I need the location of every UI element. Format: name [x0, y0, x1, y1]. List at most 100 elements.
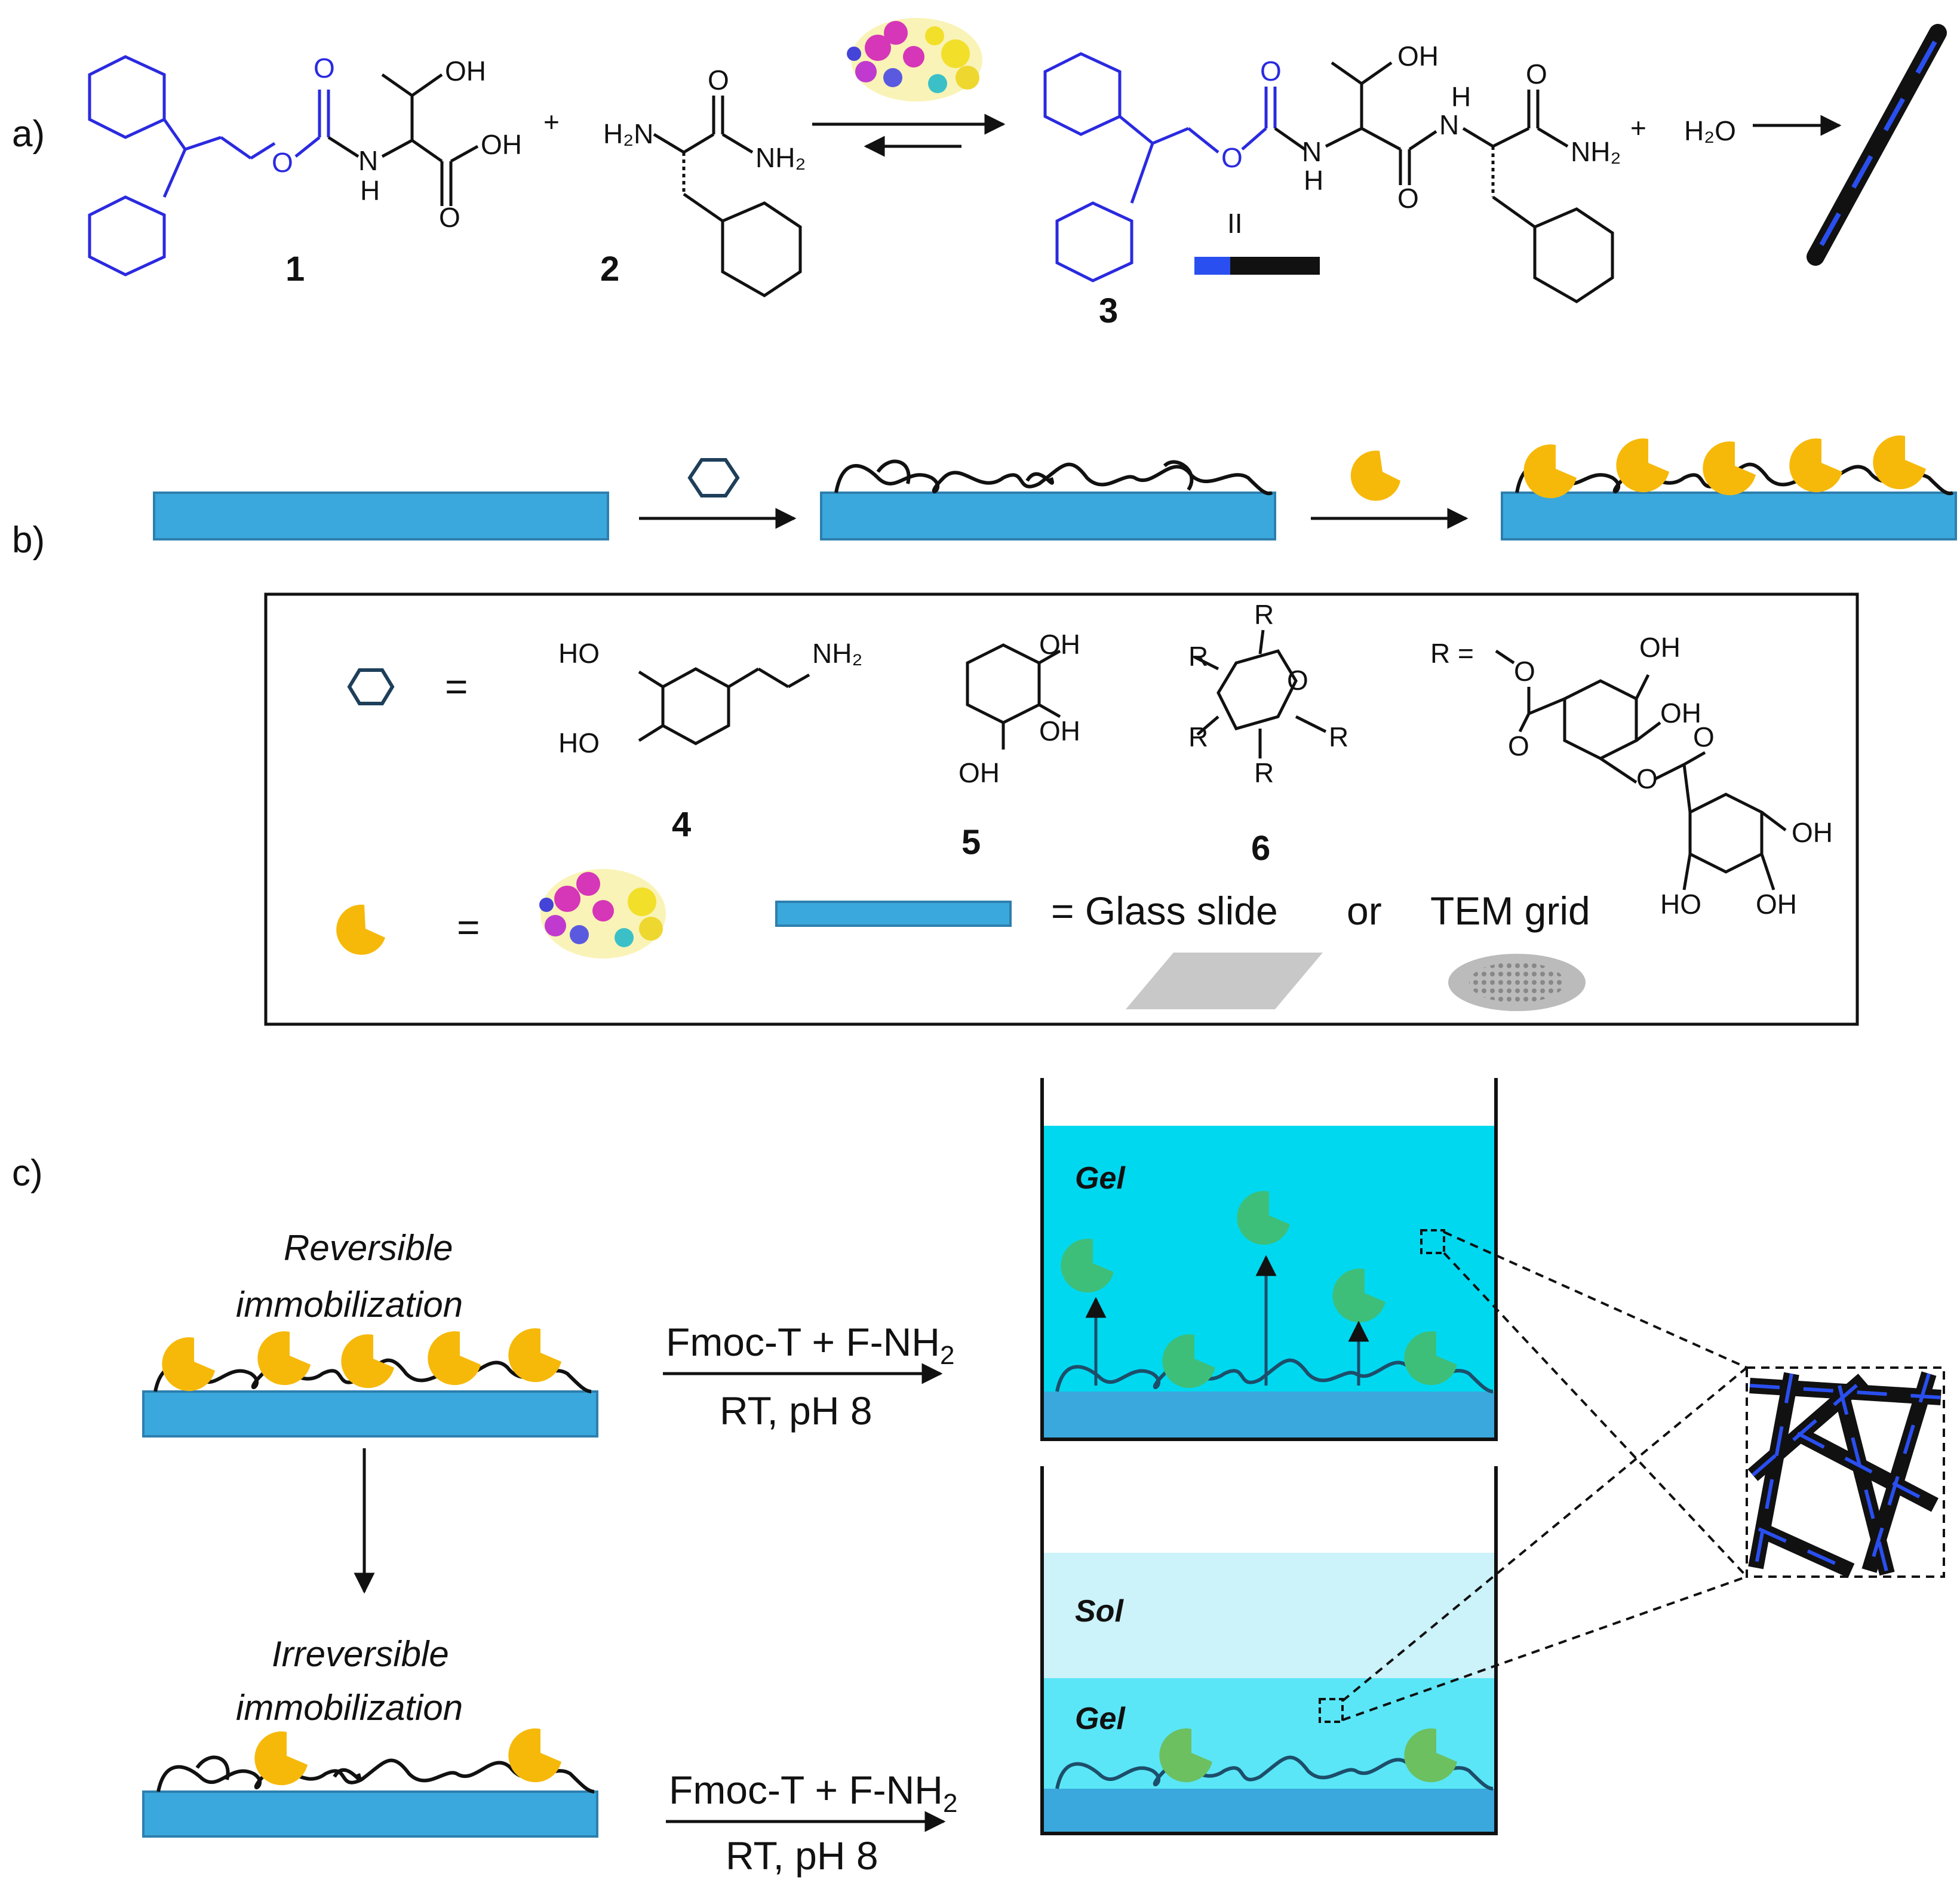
atom-o: O [314, 53, 335, 84]
or-text: or [1347, 889, 1382, 933]
atom-oh: OH [1639, 632, 1681, 663]
immobilized-enzymes-irreversible [254, 1728, 561, 1786]
irreversible-line-2: immobilization [236, 1688, 463, 1728]
equals-sign: = [445, 664, 468, 708]
hexagon-icon [687, 458, 740, 497]
atom-ho: HO [1660, 889, 1701, 920]
atom-h: H [1304, 165, 1323, 196]
bound-enzymes [1159, 1728, 1457, 1783]
polymer-loop [195, 1755, 361, 1781]
conditions-text: RT, pH 8 [726, 1833, 878, 1878]
zoom-line [1443, 1231, 1747, 1369]
polymer-coating [834, 462, 1273, 496]
atom-o: O [1514, 656, 1535, 687]
atom-o: O [1221, 142, 1243, 173]
compound-label-4: 4 [672, 805, 691, 844]
zoom-box-small [1319, 1698, 1344, 1723]
compound-label-1: 1 [285, 250, 305, 288]
gel-label: Gel [1075, 1161, 1126, 1196]
substrate-slide-functionalized [1501, 492, 1957, 540]
atom-r: R [1188, 721, 1208, 752]
panel-label-a: a) [12, 113, 45, 155]
panel-label-c: c) [12, 1153, 43, 1194]
substrate-slide-coated [820, 492, 1276, 540]
atom-ho: HO [558, 727, 600, 758]
equals-sign: = [457, 905, 480, 949]
pacman-enzyme-icon [1350, 450, 1400, 501]
atom-n: N [1439, 109, 1459, 140]
atom-oh: OH [1397, 41, 1439, 72]
fiber-network-icon [1746, 1366, 1945, 1578]
atom-oh: OH [1039, 715, 1080, 747]
peptide-bar-segment [1230, 257, 1320, 275]
atom-o: O [1287, 665, 1308, 696]
protein-structure-icon [847, 18, 982, 102]
substrate-legend-bar [775, 901, 1012, 927]
atom-n: N [1302, 136, 1322, 167]
atom-r: R [1254, 757, 1274, 788]
equals-symbol: II [1227, 208, 1243, 239]
atom-o: O [1260, 56, 1282, 87]
compound-4-dopamine: NH₂ HO HO [558, 638, 862, 758]
atom-o: O [1397, 183, 1419, 214]
r-definition: R = [1430, 638, 1474, 669]
atom-h: H [1451, 81, 1471, 112]
atom-h2n: H₂N [603, 118, 653, 149]
protein-structure-icon [539, 869, 666, 959]
atom-nh2: NH₂ [812, 638, 862, 669]
atom-nh2: NH₂ [1571, 136, 1621, 167]
atom-oh: OH [1039, 629, 1080, 660]
atom-o: O [1508, 730, 1529, 761]
tem-grid-icon [1448, 954, 1586, 1011]
fmoc-bar-segment [1194, 257, 1230, 275]
panel-label-b: b) [12, 520, 45, 561]
released-enzymes [1061, 1191, 1457, 1389]
atom-o: O [1693, 721, 1715, 752]
plus-sign: + [543, 106, 560, 137]
reversible-line-2: immobilization [236, 1285, 463, 1325]
atom-oh: OH [959, 757, 1000, 788]
compound-3-structure: O O N H OH O N H O NH₂ [1043, 41, 1621, 303]
substrate-definition: = Glass slide [1051, 889, 1278, 933]
compound-label-2: 2 [600, 250, 619, 288]
legend-box [264, 592, 1859, 1026]
atom-h: H [360, 175, 380, 206]
compound-6-tannic-acid: O R R R R R [1188, 599, 1348, 788]
sol-label: Sol [1075, 1594, 1124, 1629]
vial-sol-gel [1040, 1466, 1498, 1835]
atom-h2o: H₂O [1684, 115, 1736, 146]
atom-ho: HO [558, 638, 600, 669]
atom-r: R [1254, 599, 1274, 630]
hexagon-icon [347, 668, 395, 705]
reagents-text: Fmoc-T + F-NH2 [666, 1320, 954, 1370]
immobilized-enzymes [1523, 435, 1926, 499]
pacman-enzyme-icon [336, 904, 385, 955]
zoom-line [1443, 1252, 1748, 1578]
atom-o: O [1526, 59, 1547, 90]
plus-sign: + [1630, 112, 1646, 143]
polymer-loop [876, 459, 1194, 491]
gel-label: Gel [1075, 1701, 1126, 1736]
atom-oh: OH [445, 56, 486, 87]
atom-r: R [1329, 721, 1348, 752]
glass-slide-icon [1126, 953, 1323, 1009]
nanofiber-icon [1807, 24, 1947, 266]
atom-oh: OH [1756, 889, 1797, 920]
zoom-box-small [1420, 1229, 1445, 1254]
atom-o: O [708, 64, 729, 96]
substrate-slide-irreversible [142, 1790, 598, 1838]
polymer-coating [153, 1358, 592, 1393]
atom-oh: OH [1660, 698, 1701, 729]
atom-n: N [358, 145, 378, 176]
compound-2-structure: H₂N O NH₂ [603, 64, 806, 297]
substrate-slide-reversible [142, 1390, 598, 1438]
reagents-text: Fmoc-T + F-NH2 [669, 1768, 957, 1818]
compound-label-3: 3 [1099, 291, 1118, 330]
compound-label-5: 5 [961, 823, 981, 862]
atom-o: O [272, 147, 293, 178]
zoom-line [1341, 1366, 1748, 1702]
compound-5-pyrogallol: OH OH OH [959, 629, 1080, 788]
compound-1-structure: O O N H OH O OH [88, 53, 522, 277]
atom-oh: OH [481, 129, 522, 160]
